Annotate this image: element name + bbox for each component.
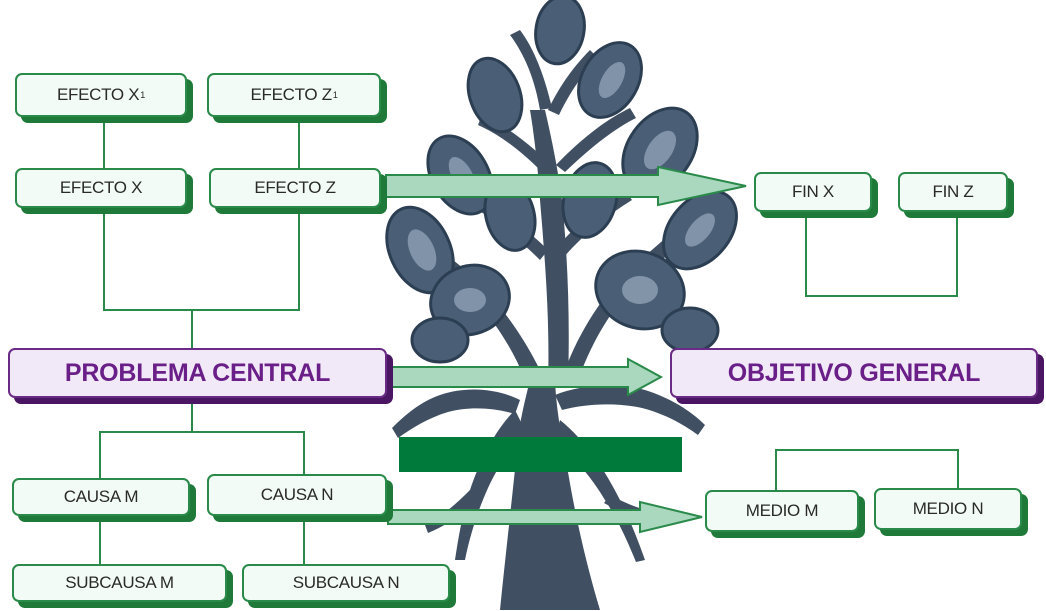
means-m-box: MEDIO M [705,490,859,532]
central-problem-label: PROBLEMA CENTRAL [64,358,331,387]
general-objective-box: OBJETIVO GENERAL [670,348,1038,398]
cause-m-box: CAUSA M [12,478,190,516]
cause-n-label: CAUSA N [260,485,334,504]
means-n-box: MEDIO N [874,488,1022,530]
means-m-label: MEDIO M [745,501,819,520]
effect-z-label: EFECTO Z [254,178,336,197]
effect-x1-sub: 1 [140,90,146,100]
end-x-label: FIN X [792,182,834,201]
effect-x1-label: EFECTO X [56,85,140,104]
general-objective-label: OBJETIVO GENERAL [727,358,981,387]
effect-x-box: EFECTO X [15,168,187,208]
effect-x-label: EFECTO X [59,178,143,197]
end-z-label: FIN Z [932,182,974,201]
end-z-box: FIN Z [898,172,1008,212]
central-problem-box: PROBLEMA CENTRAL [8,348,387,398]
cause-n-box: CAUSA N [207,474,387,516]
subcause-n-box: SUBCAUSA N [242,564,450,602]
subcause-n-label: SUBCAUSA N [292,573,400,592]
cause-m-label: CAUSA M [63,487,139,506]
separator-bar [399,437,682,472]
means-n-label: MEDIO N [912,499,984,518]
subcause-m-box: SUBCAUSA M [12,564,227,602]
effect-z1-sub: 1 [332,90,338,100]
end-x-box: FIN X [754,172,872,212]
subcause-m-label: SUBCAUSA M [65,573,174,592]
effect-z1-label: EFECTO Z [250,85,332,104]
effect-z-box: EFECTO Z [209,168,381,208]
